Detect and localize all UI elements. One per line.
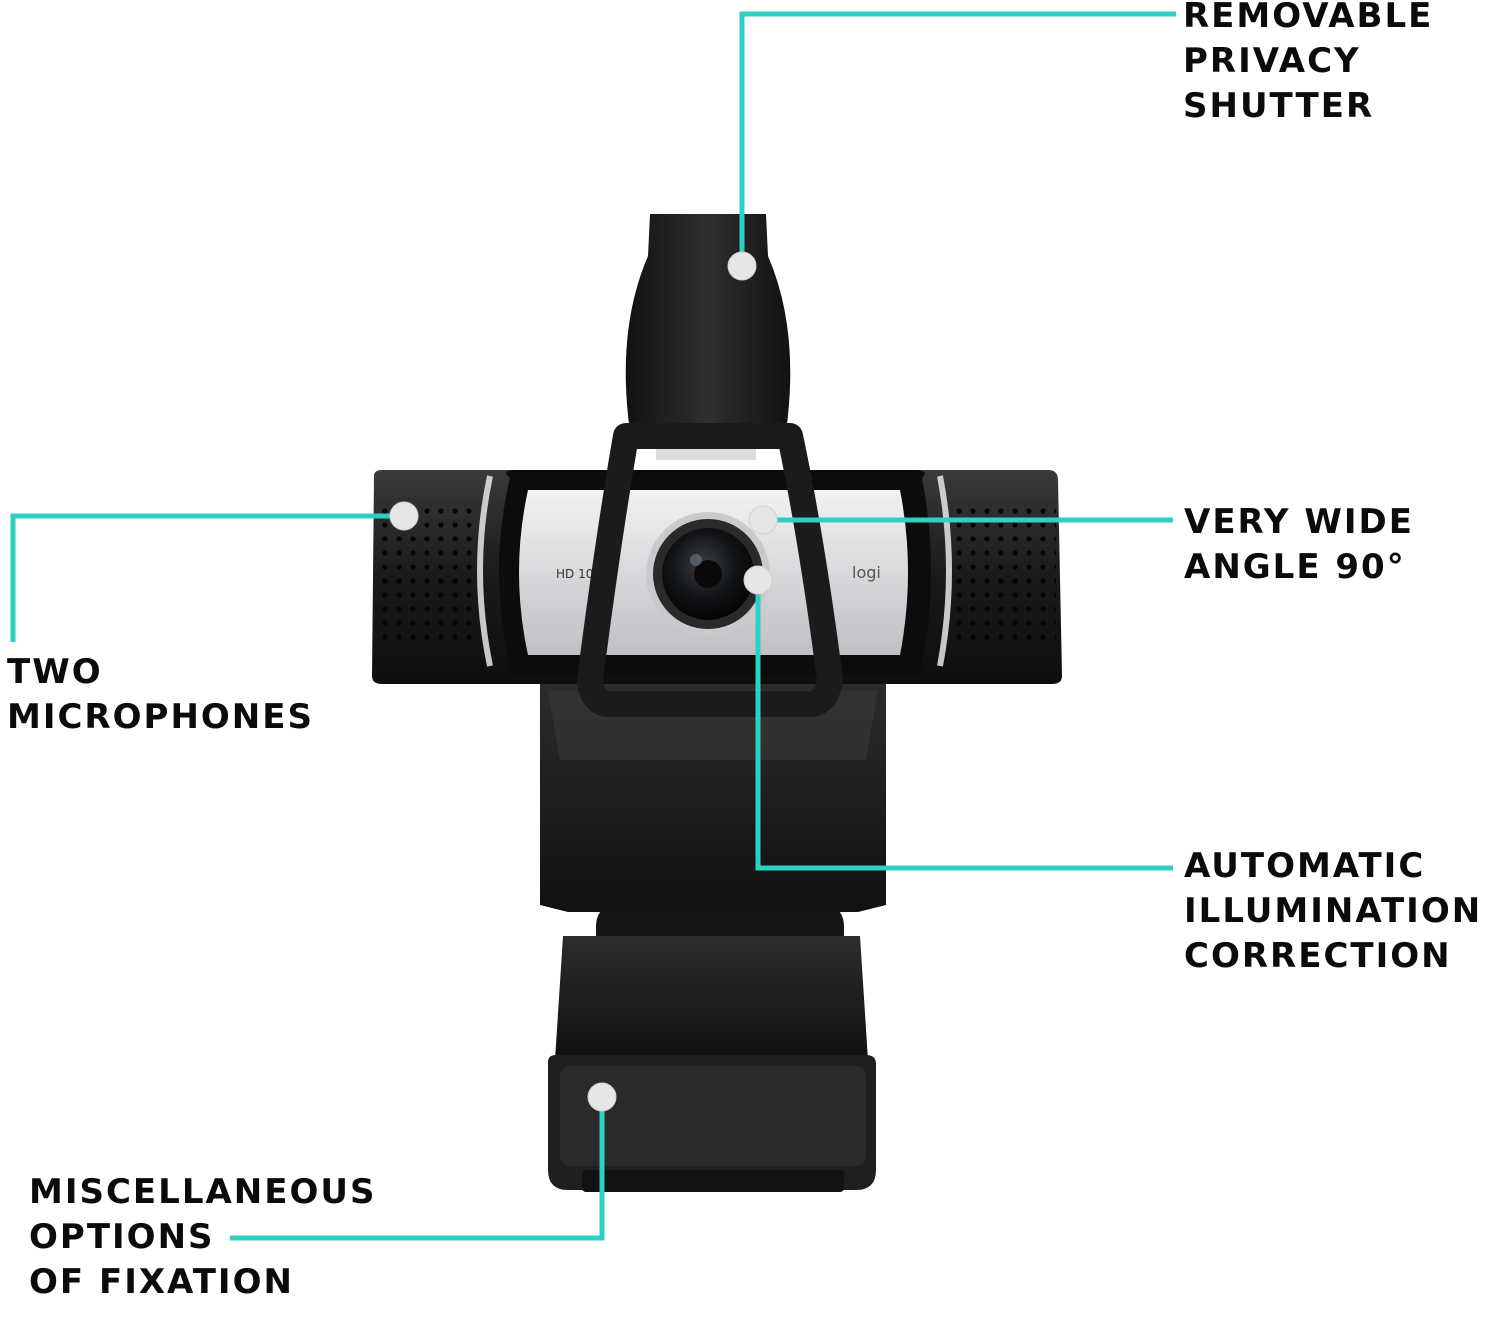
right-microphone-grille <box>948 500 1056 640</box>
callout-lines <box>10 11 1176 1241</box>
callout-wide-angle-label: VERY WIDE ANGLE 90° <box>1184 500 1414 590</box>
callout-text-line: PRIVACY <box>1183 41 1361 81</box>
callout-text-line: ANGLE 90° <box>1184 547 1406 587</box>
mount-clip <box>548 900 876 1192</box>
logo-wordmark: logi <box>852 563 881 582</box>
callout-text-line: VERY WIDE <box>1184 502 1414 542</box>
callout-text-line: OPTIONS <box>29 1217 215 1257</box>
callout-text-line: SHUTTER <box>1183 86 1375 126</box>
callout-text-line: MISCELLANEOUS <box>29 1172 377 1212</box>
callout-text-line: TWO <box>7 652 103 692</box>
marker-microphones <box>389 501 419 531</box>
callout-microphones-label: TWO MICROPHONES <box>7 650 314 740</box>
callout-text-line: REMOVABLE <box>1183 0 1434 36</box>
callout-line-fixation <box>230 1098 605 1241</box>
marker-illumination <box>743 565 773 595</box>
callout-line-microphones <box>10 513 404 642</box>
callout-text-line: MICROPHONES <box>7 697 314 737</box>
callout-line-illumination <box>755 580 1173 871</box>
callout-text-line: AUTOMATIC <box>1184 846 1426 886</box>
callout-text-line: ILLUMINATION <box>1184 891 1483 931</box>
callout-fixation-label: MISCELLANEOUS OPTIONS OF FIXATION <box>29 1170 376 1305</box>
callout-line-shutter <box>739 11 1176 266</box>
marker-wide-angle <box>748 505 778 535</box>
lens <box>646 512 770 636</box>
marker-shutter <box>727 251 757 281</box>
callout-text-line: OF FIXATION <box>29 1262 294 1302</box>
callout-markers <box>389 251 778 1112</box>
marker-fixation <box>587 1082 617 1112</box>
callout-text-line: CORRECTION <box>1184 936 1452 976</box>
callout-shutter-label: REMOVABLE PRIVACY SHUTTER <box>1183 0 1433 129</box>
callout-illumination-label: AUTOMATIC ILLUMINATION CORRECTION <box>1184 844 1482 979</box>
